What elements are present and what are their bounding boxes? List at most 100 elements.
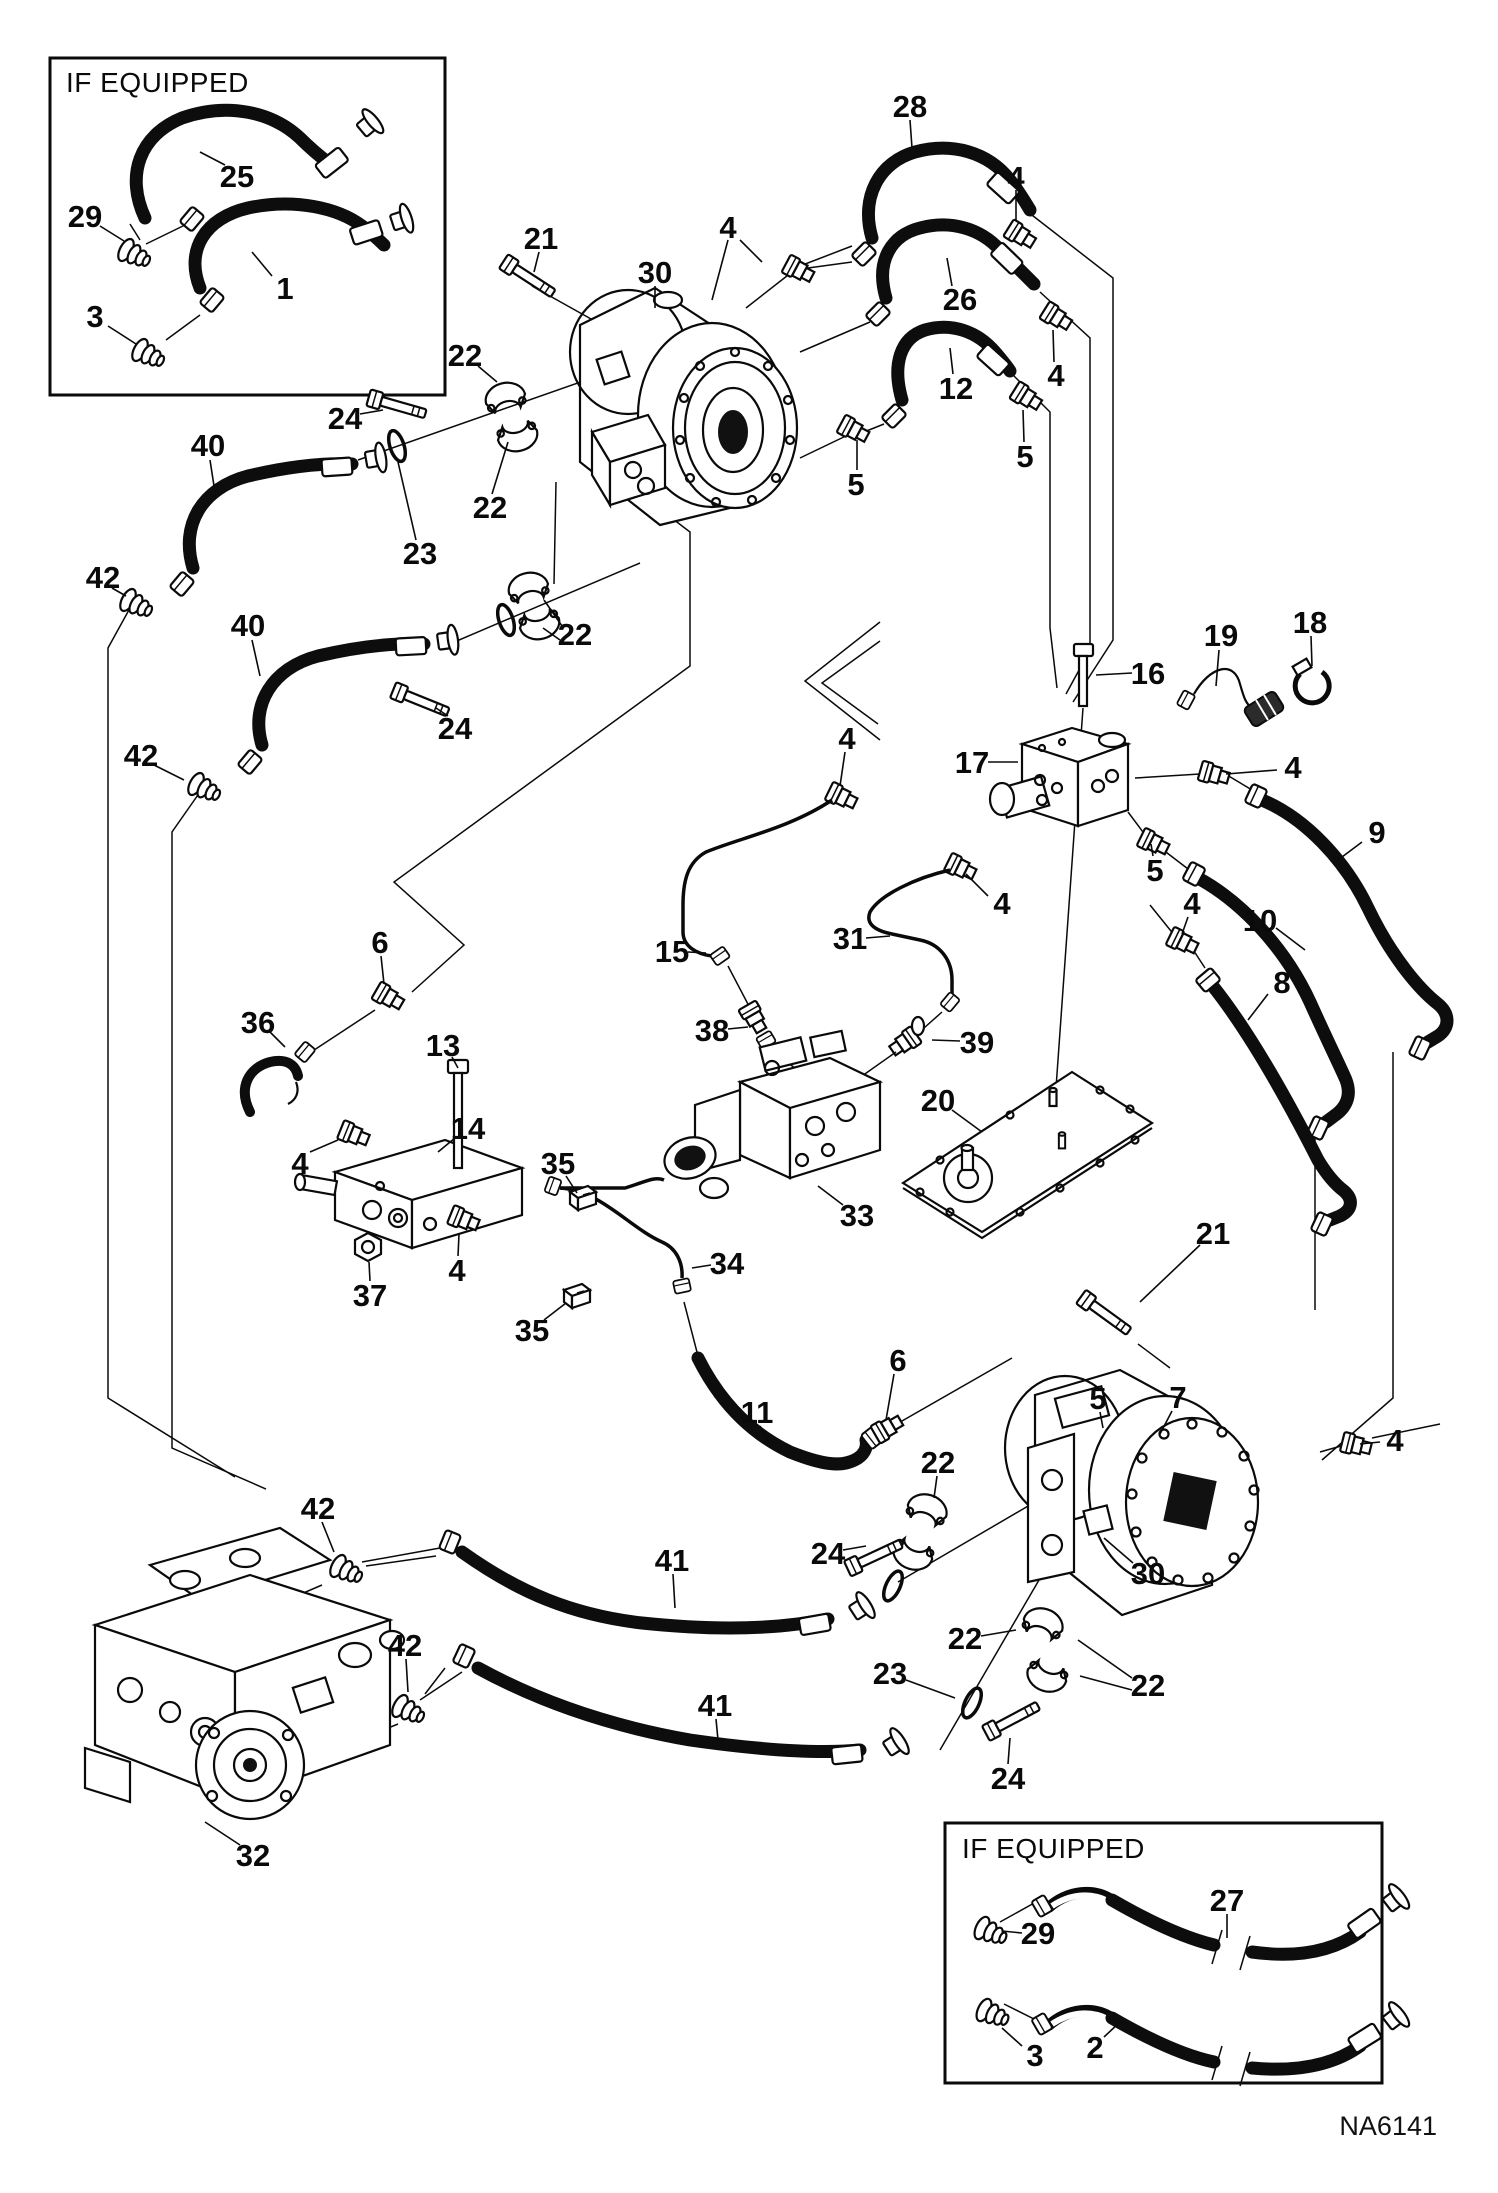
fitting-4 bbox=[823, 780, 861, 814]
leader-line bbox=[251, 639, 261, 677]
callout-3: 3 bbox=[86, 299, 103, 334]
leader-line bbox=[437, 1137, 456, 1153]
callout-11: 11 bbox=[741, 1395, 774, 1430]
leader-line bbox=[1022, 409, 1025, 443]
leader-line bbox=[727, 1026, 749, 1030]
callout-34: 34 bbox=[710, 1246, 745, 1281]
part-code: NA6141 bbox=[1339, 2111, 1437, 2141]
drive-motor-top-30 bbox=[568, 286, 799, 527]
leader-line bbox=[1099, 1411, 1104, 1429]
fitting-4 bbox=[1002, 218, 1040, 253]
clamp-35-lower bbox=[562, 1282, 592, 1310]
callout-5: 5 bbox=[1146, 853, 1163, 888]
hose-2 bbox=[1030, 1998, 1414, 2087]
leader-line bbox=[99, 225, 125, 242]
callout-5: 5 bbox=[1089, 1381, 1106, 1416]
leader-line bbox=[1079, 1675, 1133, 1691]
leader-line bbox=[380, 955, 385, 985]
fitting-39 bbox=[861, 1015, 926, 1077]
callout-19: 19 bbox=[1204, 618, 1238, 653]
callout-22: 22 bbox=[448, 338, 482, 373]
leader-line bbox=[817, 1185, 844, 1206]
callout-33: 33 bbox=[840, 1198, 874, 1233]
callout-42: 42 bbox=[86, 560, 120, 595]
drive-motor-bottom-30 bbox=[1003, 1368, 1260, 1617]
leader-line bbox=[477, 365, 498, 383]
hose-40-upper bbox=[168, 440, 390, 598]
callout-5: 5 bbox=[847, 467, 864, 502]
callout-30: 30 bbox=[1131, 1556, 1165, 1591]
pump-32 bbox=[83, 1526, 406, 1821]
leader-line bbox=[1001, 1930, 1023, 1934]
callout-13: 13 bbox=[426, 1028, 460, 1063]
leader-line bbox=[1159, 1410, 1173, 1435]
callout-40: 40 bbox=[231, 608, 265, 643]
leader-line bbox=[1007, 1737, 1011, 1765]
callout-15: 15 bbox=[655, 934, 689, 969]
leader-line bbox=[491, 441, 509, 495]
leader-line bbox=[543, 599, 563, 627]
callout-36: 36 bbox=[241, 1005, 275, 1040]
callout-22: 22 bbox=[948, 1621, 982, 1656]
fitting-4 bbox=[335, 1118, 373, 1151]
leader-line bbox=[435, 707, 449, 717]
leader-line bbox=[711, 239, 729, 301]
leader-line bbox=[405, 1658, 409, 1693]
fitting-4 bbox=[780, 253, 818, 287]
leader-line bbox=[199, 151, 226, 166]
leader-line bbox=[739, 239, 763, 263]
callout-4: 4 bbox=[1007, 160, 1025, 195]
hose-26 bbox=[864, 218, 1041, 328]
hose-27 bbox=[1030, 1880, 1414, 1971]
callout-41: 41 bbox=[698, 1688, 732, 1723]
leader-line bbox=[1215, 649, 1220, 687]
leader-line bbox=[933, 1475, 938, 1499]
bolt-16 bbox=[1072, 642, 1095, 708]
box-title-bottom: IF EQUIPPED bbox=[962, 1833, 1145, 1864]
leader-line bbox=[543, 1302, 567, 1321]
callout-4: 4 bbox=[448, 1253, 466, 1288]
leader-line bbox=[533, 251, 540, 273]
hose-10 bbox=[1181, 860, 1355, 1142]
clamp-22 bbox=[481, 377, 529, 416]
fitting-42 bbox=[325, 1551, 368, 1590]
callout-23: 23 bbox=[403, 536, 437, 571]
valve-33 bbox=[663, 1029, 884, 1200]
callout-42: 42 bbox=[388, 1628, 422, 1663]
leader-line bbox=[368, 1261, 371, 1282]
oring-23 bbox=[878, 1566, 908, 1606]
fitting-42-upper bbox=[115, 585, 158, 624]
hose-9 bbox=[1243, 782, 1454, 1062]
leader-line bbox=[397, 461, 417, 541]
callout-7: 7 bbox=[1169, 1380, 1186, 1415]
callout-37: 37 bbox=[353, 1278, 387, 1313]
tube-31 bbox=[867, 868, 961, 1029]
fitting-3-top bbox=[127, 335, 170, 374]
callout-23: 23 bbox=[873, 1656, 907, 1691]
leader-line bbox=[951, 1109, 983, 1133]
leader-line bbox=[931, 1039, 961, 1042]
if-equipped-box-bottom: IF EQUIPPED bbox=[943, 1821, 1384, 2085]
callout-20: 20 bbox=[921, 1083, 955, 1118]
leader-line bbox=[946, 257, 953, 287]
fitting-4 bbox=[1338, 1430, 1374, 1460]
hose-41-upper bbox=[437, 1528, 880, 1637]
leader-line bbox=[865, 935, 891, 939]
clamp-22 bbox=[902, 1487, 953, 1531]
clamp-22 bbox=[1021, 1655, 1072, 1699]
callout-10: 10 bbox=[1243, 903, 1277, 938]
leader-line bbox=[1052, 329, 1055, 363]
callout-26: 26 bbox=[943, 282, 977, 317]
callout-6: 6 bbox=[371, 925, 388, 960]
leader-line bbox=[1275, 927, 1306, 951]
leader-line bbox=[565, 1175, 578, 1194]
fitting-5 bbox=[1008, 380, 1046, 415]
leader-line bbox=[885, 1373, 895, 1421]
hose-12 bbox=[880, 320, 1017, 430]
leader-line bbox=[451, 1056, 459, 1069]
leader-line bbox=[691, 1264, 712, 1269]
leader-line bbox=[1103, 2021, 1121, 2038]
leader-line bbox=[1337, 841, 1363, 861]
callout-28: 28 bbox=[893, 89, 927, 124]
